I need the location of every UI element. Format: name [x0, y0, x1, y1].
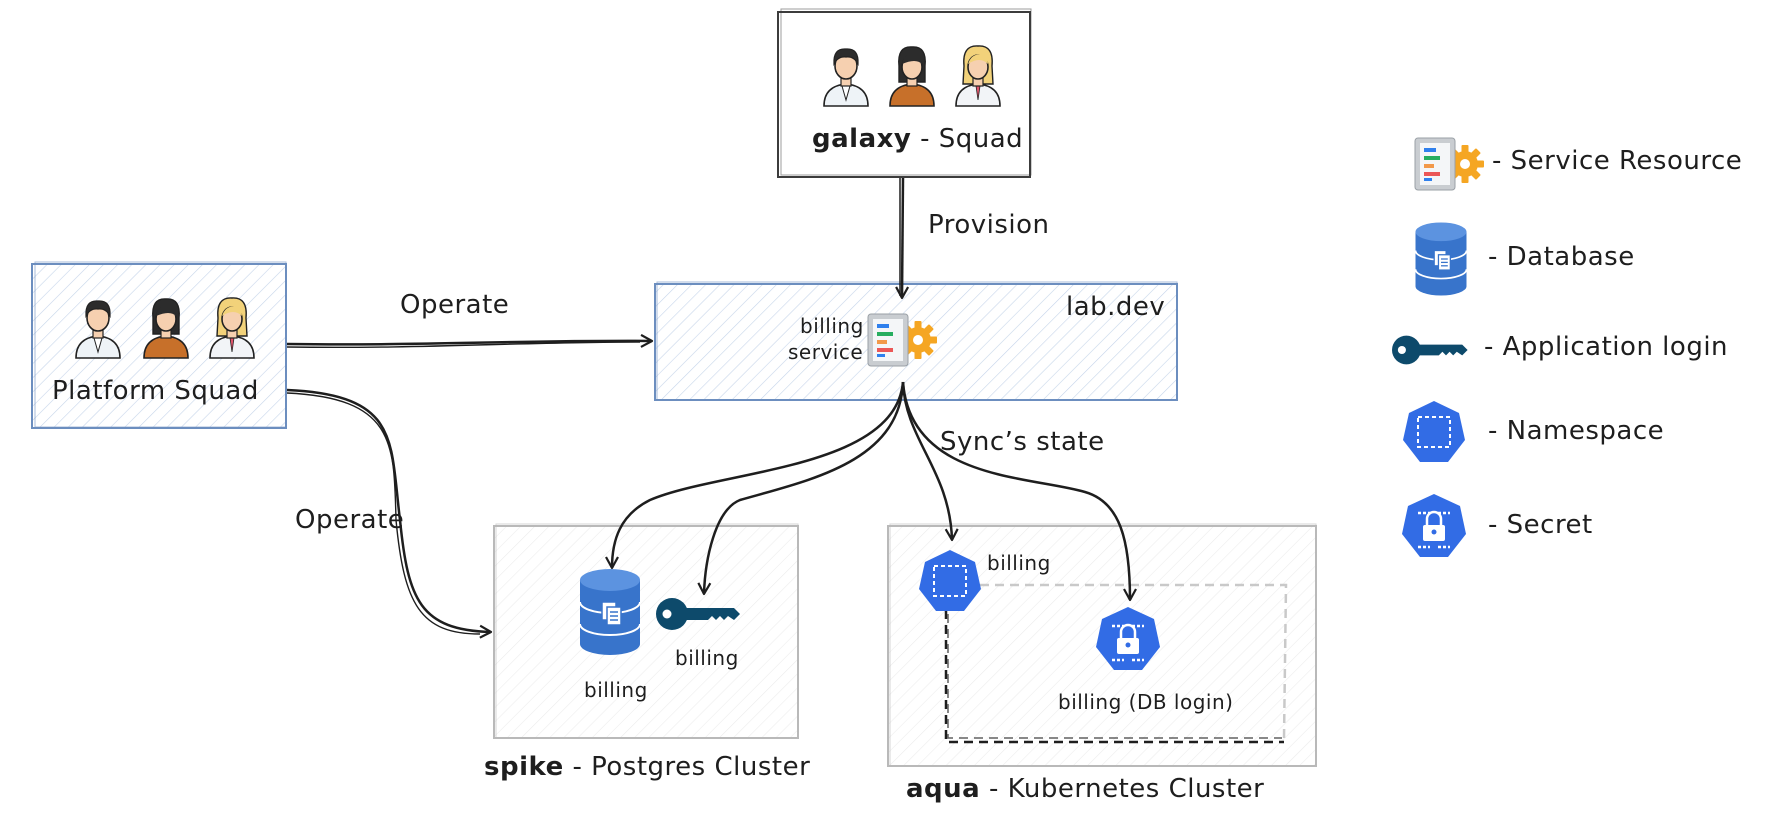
billing-login-label: billing [675, 646, 739, 670]
legend-database-icon [1414, 221, 1468, 297]
platform-people [75, 297, 255, 359]
legend-service-resource-label: - Service Resource [1492, 146, 1743, 176]
spike-cluster-suffix: - Postgres Cluster [563, 752, 811, 782]
edge-operate-lab [286, 333, 654, 349]
edge-sync-key [697, 381, 905, 596]
legend-secret-label: - Secret [1488, 510, 1593, 540]
billing-service-label-line2: service [788, 340, 864, 364]
legend-namespace-label: - Namespace [1488, 416, 1665, 446]
edge-provision [895, 177, 910, 300]
aqua-cluster-name: aqua [906, 774, 981, 804]
operate-spike-edge-label: Operate [295, 505, 405, 535]
sync-state-edge-label: Sync’s state [940, 427, 1105, 457]
edge-sync-database [605, 381, 905, 570]
billing-database-label: billing [584, 678, 648, 702]
spike-cluster-box [493, 523, 799, 739]
provision-edge-label: Provision [928, 210, 1050, 240]
operate-lab-edge-label: Operate [400, 290, 510, 320]
edge-sync-secret [901, 381, 1137, 602]
spike-cluster-title: spike - Postgres Cluster [484, 752, 810, 782]
legend-secret-icon [1400, 492, 1468, 559]
galaxy-squad-name: galaxy [812, 124, 912, 154]
namespace-boundary [944, 583, 1288, 744]
aqua-cluster-suffix: - Kubernetes Cluster [980, 774, 1265, 804]
spike-cluster-name: spike [484, 752, 564, 782]
lab-dev-title: lab.dev [1066, 292, 1166, 322]
legend-database-label: - Database [1488, 242, 1635, 272]
billing-service-label-line1: billing [800, 314, 864, 338]
legend-application-login-label: - Application login [1484, 332, 1729, 362]
galaxy-squad-title: galaxy - Squad [812, 124, 1023, 154]
platform-squad-title: Platform Squad [52, 376, 259, 406]
galaxy-squad-suffix: - Squad [911, 124, 1024, 154]
billing-namespace-label: billing [987, 551, 1051, 575]
aqua-cluster-title: aqua - Kubernetes Cluster [906, 774, 1264, 804]
edge-sync-namespace [901, 381, 959, 542]
galaxy-people [823, 45, 1001, 107]
billing-secret-label: billing (DB login) [1058, 690, 1234, 714]
edge-operate-spike [286, 388, 493, 639]
legend-service-resource-icon [1414, 137, 1485, 191]
legend-namespace-icon [1402, 400, 1466, 463]
legend-key-icon [1392, 335, 1468, 365]
billing-database-icon [579, 568, 641, 656]
